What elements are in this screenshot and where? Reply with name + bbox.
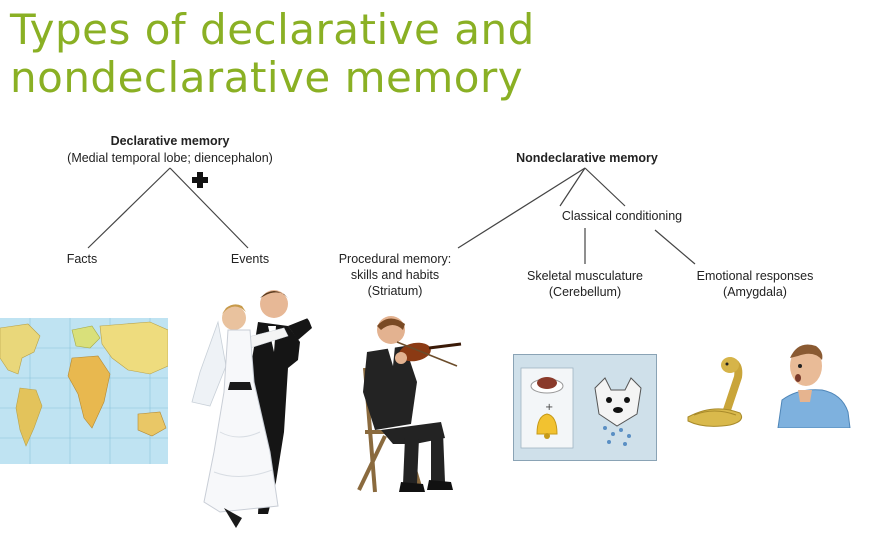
conditioning-panel-art: +: [520, 367, 642, 449]
emotional-responses-label: Emotional responses (Amygdala): [680, 268, 830, 300]
procedural-line2: skills and habits: [350, 268, 440, 282]
violinist-image: [357, 316, 462, 493]
skeletal-musculature-label: Skeletal musculature (Cerebellum): [510, 268, 660, 300]
dancing-couple-image: [191, 290, 320, 528]
events-label: Events: [230, 252, 270, 266]
line-nondecl-procedural: [457, 167, 586, 249]
snake-image: [687, 357, 743, 427]
declarative-heading: Declarative memory: [110, 134, 230, 148]
startled-man-image: [777, 344, 851, 428]
emotional-line2: (Amygdala): [723, 285, 787, 299]
emotional-line1: Emotional responses: [696, 269, 814, 283]
declarative-location: (Medial temporal lobe; diencephalon): [67, 151, 273, 165]
nondeclarative-heading: Nondeclarative memory: [516, 151, 658, 165]
skeletal-line2: (Cerebellum): [548, 285, 622, 299]
procedural-memory-label: Procedural memory: skills and habits (St…: [325, 251, 465, 299]
line-declarative-events: [169, 167, 249, 249]
procedural-line3: (Striatum): [367, 284, 423, 298]
classical-conditioning-label: Classical conditioning: [561, 209, 683, 223]
line-nondecl-classical-right: [584, 167, 626, 207]
svg-text:+: +: [545, 402, 553, 413]
line-declarative-facts: [87, 167, 171, 249]
world-map-image: [0, 318, 168, 464]
facts-label: Facts: [66, 252, 98, 266]
plus-cross-icon: [192, 172, 208, 188]
slide-title: Types of declarative and nondeclarative …: [10, 5, 535, 102]
skeletal-line1: Skeletal musculature: [526, 269, 644, 283]
procedural-line1: Procedural memory:: [338, 252, 452, 266]
line-nondecl-classical-left: [559, 167, 586, 207]
line-classical-emotional: [654, 229, 696, 265]
